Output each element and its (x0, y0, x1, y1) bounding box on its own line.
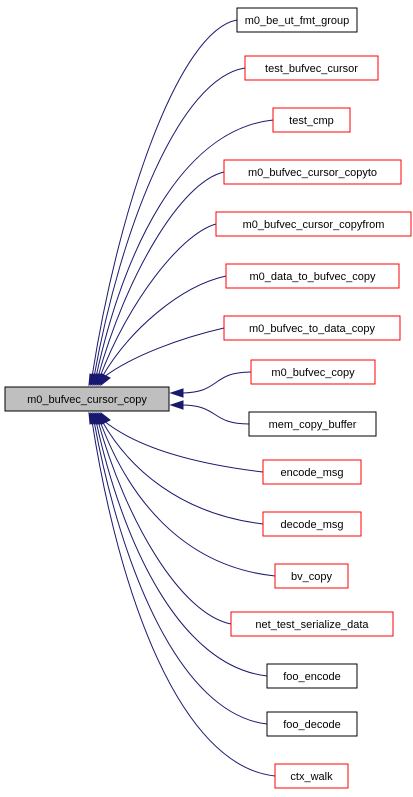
caller-node-label: test_bufvec_cursor (265, 63, 358, 75)
caller-node-box (248, 411, 377, 437)
edge-6 (100, 327, 225, 387)
caller-node[interactable]: m0_bufvec_to_data_copy (223, 315, 401, 341)
caller-node-box (223, 315, 401, 341)
caller-node-label: m0_data_to_bufvec_copy (250, 271, 376, 283)
caller-node-box (266, 663, 358, 689)
caller-node-box (272, 107, 351, 133)
caller-node-label: foo_encode (283, 671, 341, 683)
edge-arrowhead (169, 400, 184, 410)
caller-node-label: m0_be_ut_fmt_group (245, 15, 350, 27)
caller-node[interactable]: m0_bufvec_cursor_copyfrom (215, 211, 412, 237)
edge-9 (100, 411, 264, 473)
edge-line (91, 420, 276, 777)
caller-node-label: m0_bufvec_copy (271, 367, 355, 379)
caller-node-label: m0_bufvec_cursor_copyfrom (243, 219, 385, 231)
edge-arrowhead (100, 373, 111, 387)
caller-node-box (274, 563, 349, 589)
edge-5 (98, 275, 227, 387)
caller-node-box (244, 55, 379, 81)
edge-line (95, 119, 274, 378)
edge-line (103, 420, 264, 473)
caller-node-box (250, 359, 376, 385)
edge-line (99, 223, 217, 378)
edge-arrowhead (169, 388, 184, 398)
edge-8 (169, 400, 250, 425)
caller-node[interactable]: m0_be_ut_fmt_group (236, 7, 358, 33)
center-node[interactable]: m0_bufvec_cursor_copy (4, 386, 170, 412)
edge-line (180, 371, 252, 394)
caller-node[interactable]: m0_bufvec_cursor_copyto (223, 159, 402, 185)
caller-node[interactable]: foo_decode (266, 711, 358, 737)
caller-node[interactable]: encode_msg (262, 459, 362, 485)
edge-line (103, 327, 225, 378)
edge-line (101, 420, 264, 525)
caller-node[interactable]: m0_bufvec_copy (250, 359, 376, 385)
edge-line (93, 67, 246, 378)
caller-node[interactable]: mem_copy_buffer (248, 411, 377, 437)
caller-node-label: m0_bufvec_cursor_copyto (248, 167, 377, 179)
caller-node[interactable]: decode_msg (262, 511, 362, 537)
edge-line (180, 404, 250, 425)
caller-node-box (236, 7, 358, 33)
caller-node-box (266, 711, 358, 737)
caller-node-box (230, 611, 394, 637)
caller-node-label: mem_copy_buffer (269, 419, 357, 431)
caller-node-label: net_test_serialize_data (255, 619, 369, 631)
edge-line (99, 420, 276, 577)
caller-node[interactable]: foo_encode (266, 663, 358, 689)
caller-node[interactable]: test_cmp (272, 107, 351, 133)
caller-node[interactable]: m0_data_to_bufvec_copy (225, 263, 400, 289)
edge-15 (88, 411, 276, 777)
caller-node[interactable]: bv_copy (274, 563, 349, 589)
caller-node-label: bv_copy (291, 571, 332, 583)
edge-arrowhead (88, 411, 99, 425)
caller-node-label: ctx_walk (290, 771, 333, 783)
edge-12 (94, 411, 232, 625)
edge-line (97, 420, 232, 625)
nodes: m0_bufvec_cursor_copy m0_be_ut_fmt_group… (4, 7, 412, 789)
edge-line (93, 420, 268, 725)
caller-node-box (223, 159, 402, 185)
edge-7 (169, 371, 252, 398)
caller-node[interactable]: net_test_serialize_data (230, 611, 394, 637)
edges (88, 19, 276, 777)
caller-node-label: encode_msg (281, 467, 344, 479)
edge-3 (94, 171, 225, 387)
center-node-label: m0_bufvec_cursor_copy (27, 394, 147, 406)
edge-line (101, 275, 227, 378)
edge-13 (92, 411, 268, 677)
caller-node-label: m0_bufvec_to_data_copy (249, 323, 375, 335)
caller-node[interactable]: test_bufvec_cursor (244, 55, 379, 81)
caller-node-label: decode_msg (281, 519, 344, 531)
caller-node-label: foo_decode (283, 719, 341, 731)
caller-node[interactable]: ctx_walk (274, 763, 349, 789)
caller-node-box (215, 211, 412, 237)
caller-node-box (262, 459, 362, 485)
caller-node-label: test_cmp (289, 115, 334, 127)
edge-line (97, 171, 225, 378)
caller-node-box (225, 263, 400, 289)
edge-line (95, 420, 268, 677)
edge-line (91, 19, 238, 378)
caller-node-box (262, 511, 362, 537)
caller-node-box (274, 763, 349, 789)
